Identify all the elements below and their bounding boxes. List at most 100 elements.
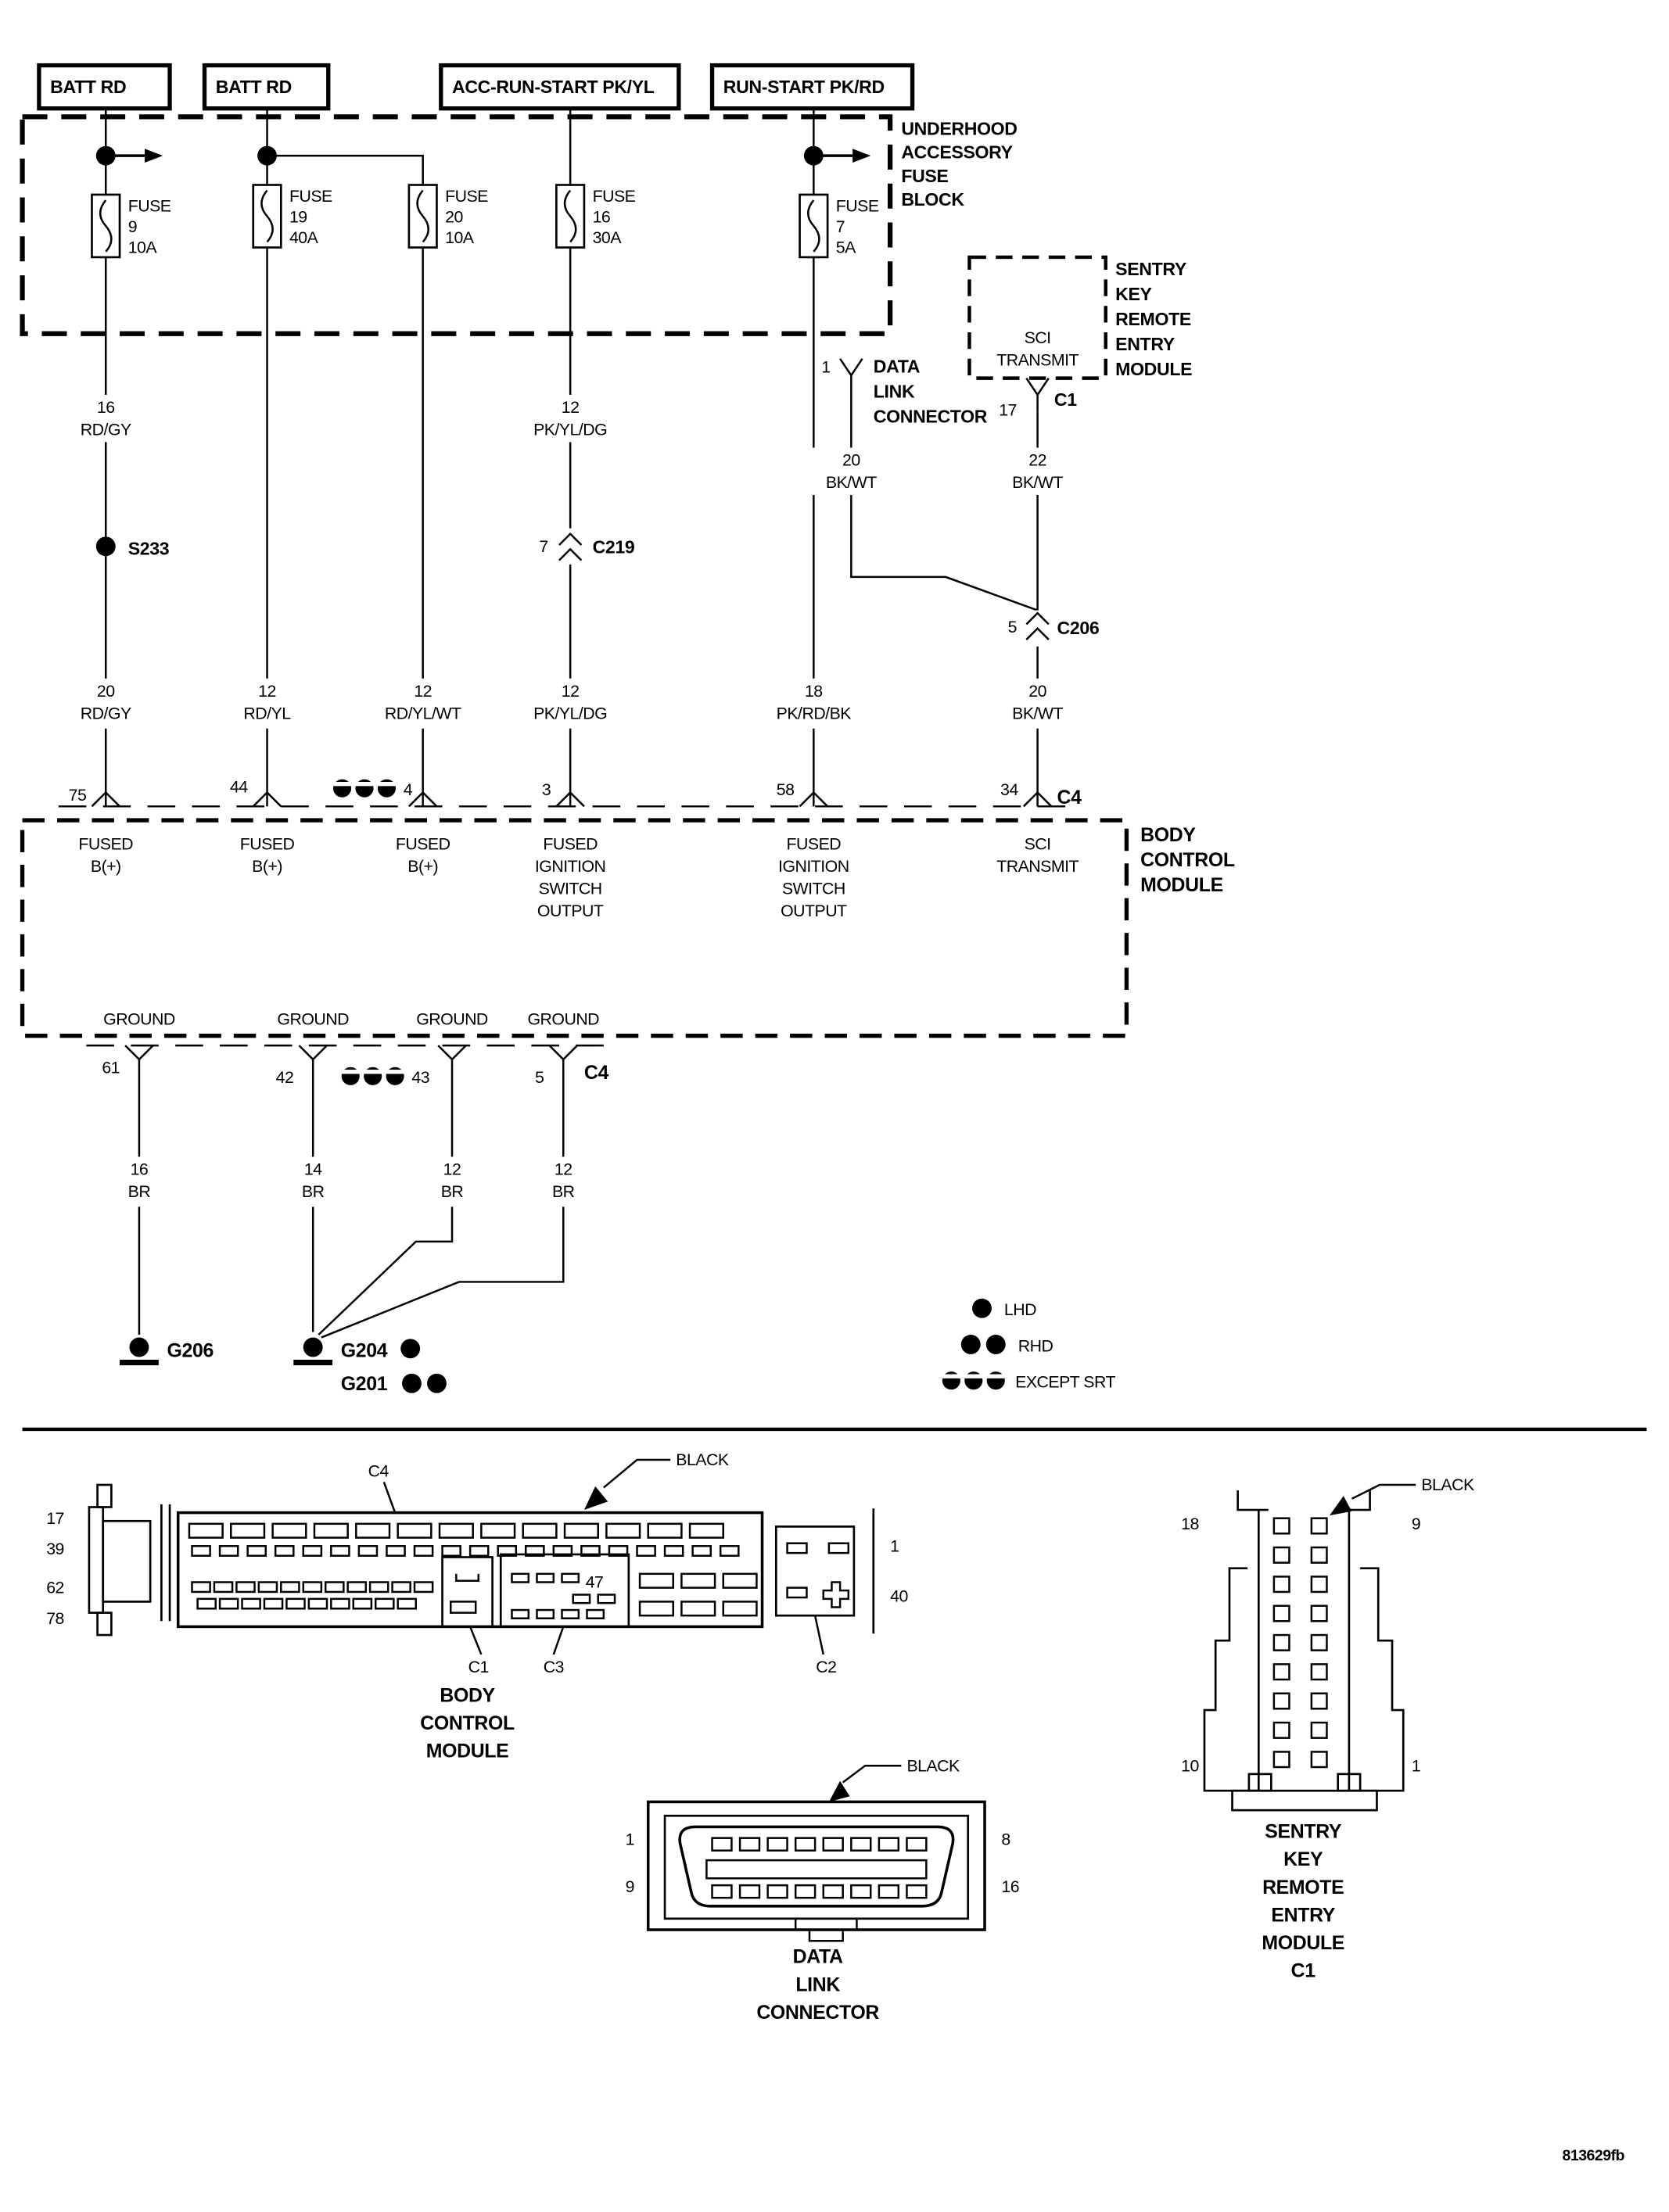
splice-s233-label: S233 — [128, 538, 170, 558]
dlc-inner — [663, 1814, 970, 1920]
chevron-connector-icon — [558, 547, 583, 561]
fuse-body — [91, 193, 121, 259]
wire-w1-color: RD/GY — [81, 704, 131, 722]
wire-label-16: 16 — [97, 398, 115, 417]
wire-w2-color: RD/YL — [243, 704, 291, 722]
skreem-pin-17: 17 — [999, 401, 1017, 420]
svg-text:FUSED: FUSED — [240, 834, 295, 853]
fuse-block-title: UNDERHOOD ACCESSORY FUSE BLOCK — [901, 118, 1018, 210]
c1-label: C1 — [468, 1658, 489, 1676]
svg-text:FUSE: FUSE — [289, 187, 332, 206]
skreem-c1-connector: C1 17 — [999, 377, 1078, 420]
skreem-connector-view: 18 9 10 1 BLACK SENTRY KEY REMOTE ENTRY … — [1181, 1475, 1474, 1981]
dlc-title: DATA LINK CONNECTOR — [874, 357, 988, 427]
svg-text:FUSE: FUSE — [128, 196, 171, 215]
pin-chevron-icon — [1022, 791, 1053, 808]
feed-label-batt1: BATT RD — [50, 77, 126, 97]
svg-text:30A: 30A — [593, 228, 623, 247]
skreem-c1-label: C1 — [1054, 389, 1077, 410]
svg-text:MODULE: MODULE — [1140, 874, 1223, 896]
fuse-element-icon — [416, 189, 430, 243]
lhd-dot-icon — [400, 1339, 421, 1359]
bcm-view-caption: BODY CONTROL MODULE — [420, 1684, 515, 1762]
svg-text:BODY: BODY — [440, 1684, 495, 1706]
connector-c206: 5 C206 — [1008, 610, 1100, 647]
legend-rhd-label: RHD — [1018, 1336, 1053, 1355]
ground-icon — [120, 1338, 159, 1363]
bcm-pin-34: 34 — [1000, 780, 1018, 799]
svg-text:FUSED: FUSED — [543, 834, 598, 853]
c4-sub-c2: 1 40 C2 — [774, 1508, 909, 1676]
legend-rhd-icon — [960, 1335, 981, 1354]
svg-text:SCI: SCI — [1025, 834, 1051, 853]
c2-pin-1: 1 — [890, 1536, 899, 1555]
skreem-function-line2: TRANSMIT — [996, 351, 1079, 370]
feed-box-batt1 — [37, 63, 172, 111]
c206-label: C206 — [1057, 618, 1100, 638]
pin-chevron-icon — [799, 791, 828, 808]
connector-c219: 7 C219 — [539, 528, 635, 565]
wire-w2-gauge: 12 — [258, 682, 276, 701]
fuse-body — [799, 193, 829, 259]
fuse-20: FUSE 20 10A — [407, 184, 489, 249]
feed-box-runstart — [709, 63, 915, 111]
legend-except-srt-icon — [942, 1371, 961, 1390]
pin-chevron-icon — [298, 1045, 328, 1061]
svg-text:OUTPUT: OUTPUT — [781, 902, 847, 920]
wire-branch-col3 — [267, 154, 424, 185]
junction-dot-icon — [257, 145, 277, 166]
svg-text:BLOCK: BLOCK — [901, 189, 964, 210]
svg-text:CONNECTOR: CONNECTOR — [756, 2002, 879, 2024]
grounds: G206 G204 G201 — [120, 1338, 447, 1395]
bcm-pin-43: 43 — [411, 1068, 429, 1087]
legend-rhd-icon — [985, 1335, 1006, 1354]
wire-w5-gauge: 18 — [805, 682, 823, 701]
svg-text:20: 20 — [445, 208, 463, 227]
skreem-view-pin-1: 1 — [1412, 1756, 1420, 1775]
dlc-outer — [646, 1800, 986, 1931]
fuse-body — [555, 184, 586, 249]
bcm-bottom-connector-row: 61 42 43 5 C4 — [86, 1044, 612, 1087]
dlc-view-pin-8: 8 — [1001, 1830, 1010, 1849]
fuse-7: FUSE 7 5A — [799, 193, 879, 259]
dlc-trapezoid — [678, 1825, 955, 1908]
side-pin-78: 78 — [46, 1609, 64, 1628]
gwire-g2-color: BR — [302, 1182, 325, 1201]
dlc-view-pin-1: 1 — [626, 1830, 634, 1849]
fuse-element-icon — [99, 199, 113, 253]
except-srt-icon — [354, 779, 375, 798]
skreem-function-line1: SCI — [1025, 328, 1051, 347]
svg-text:ACCESSORY: ACCESSORY — [901, 142, 1013, 163]
ground-g206-label: G206 — [167, 1339, 213, 1361]
wire-label-bkwt2: BK/WT — [1012, 473, 1063, 492]
pin-chevron-icon — [124, 1045, 154, 1061]
c4-callout: C4 — [368, 1461, 389, 1480]
svg-text:MODULE: MODULE — [426, 1741, 509, 1762]
gwire-g4-gauge: 12 — [555, 1160, 572, 1179]
c4-sub-c1: C1 — [441, 1556, 494, 1676]
svg-text:9: 9 — [128, 217, 137, 236]
svg-text:LINK: LINK — [795, 1974, 840, 1995]
skreem-view-pin-18: 18 — [1181, 1515, 1199, 1533]
dlc-view-pin-9: 9 — [626, 1877, 634, 1896]
bcm-pin-75: 75 — [69, 786, 87, 805]
bcm-pin-5: 5 — [535, 1068, 544, 1087]
black-arrow-icon — [583, 1486, 608, 1511]
svg-text:FUSE: FUSE — [445, 187, 488, 206]
bcm-connector-c4: C4 — [1057, 787, 1082, 808]
c219-pin: 7 — [539, 537, 547, 556]
svg-text:LINK: LINK — [874, 382, 915, 402]
svg-text:B(+): B(+) — [407, 857, 438, 876]
fuse-block: UNDERHOOD ACCESSORY FUSE BLOCK FUSE 9 10… — [20, 114, 1018, 336]
svg-text:OUTPUT: OUTPUT — [537, 902, 604, 920]
skreem-pin-slots — [1272, 1517, 1328, 1769]
gwire-g1-gauge: 16 — [131, 1160, 149, 1179]
c3-label: C3 — [544, 1658, 564, 1676]
skreem-view-caption: SENTRY KEY REMOTE ENTRY MODULE C1 — [1262, 1821, 1344, 1982]
svg-text:ENTRY: ENTRY — [1271, 1904, 1335, 1926]
side-pin-17: 17 — [46, 1509, 64, 1528]
fuse-element-icon — [260, 189, 274, 243]
c2-pin-40: 40 — [890, 1586, 908, 1605]
pin-chevron-icon — [408, 791, 438, 808]
chevron-connector-icon — [1025, 626, 1050, 640]
